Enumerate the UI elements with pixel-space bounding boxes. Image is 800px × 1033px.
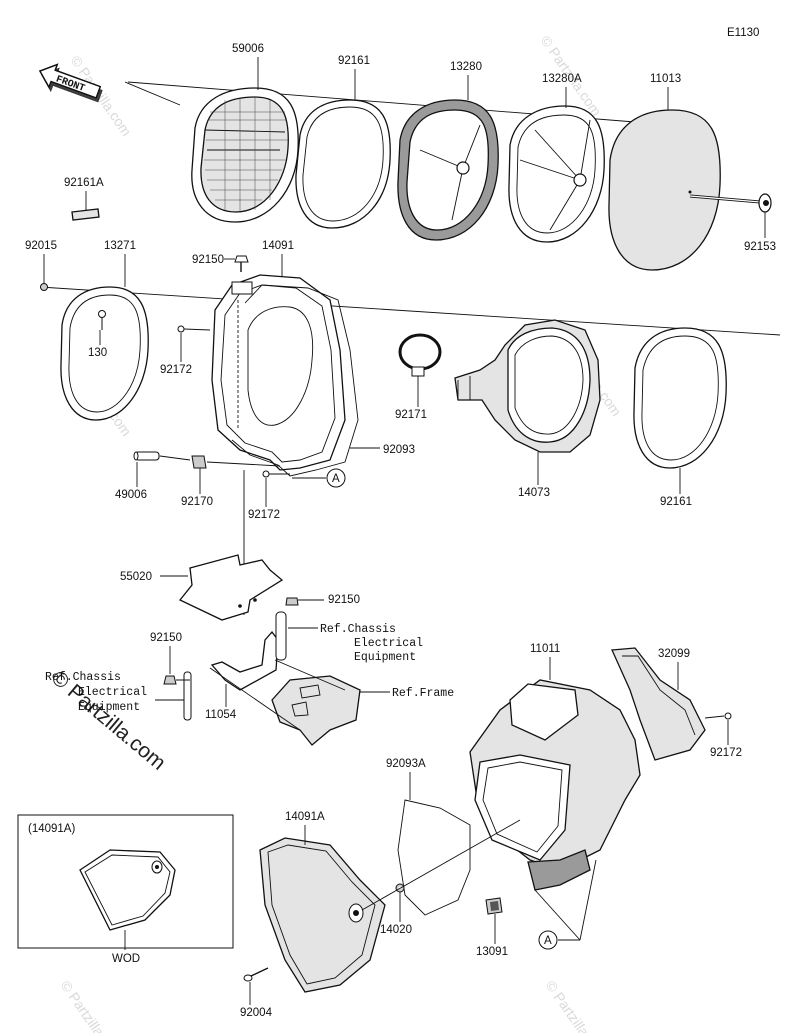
part-11011-housing[interactable]: [469, 679, 641, 891]
label-92172-a: 92172: [160, 364, 192, 376]
part-92150-bolt-left[interactable]: [163, 675, 190, 685]
part-13280A-frame[interactable]: [508, 105, 605, 243]
label-92171: 92171: [395, 409, 427, 421]
ref-frame: Ref.Frame: [360, 687, 454, 700]
label-14091: 14091: [262, 240, 294, 252]
label-14073: 14073: [518, 487, 550, 499]
label-59006: 59006: [232, 43, 264, 55]
label-13280A: 13280A: [542, 73, 582, 85]
screen-mesh: [204, 97, 288, 212]
svg-text:Electrical: Electrical: [354, 637, 423, 650]
part-13280-holder[interactable]: [397, 99, 499, 241]
part-92093-gasket[interactable]: [231, 284, 359, 477]
label-92150-top: 92150: [192, 254, 224, 266]
ref-chassis-electrical-left: Ref.Chassis Electrical Equipment: [45, 671, 184, 714]
label-55020: 55020: [120, 571, 152, 583]
part-92150-bolt-top[interactable]: [234, 255, 249, 272]
label-92161-right: 92161: [660, 496, 692, 508]
label-92172-b: 92172: [248, 509, 280, 521]
part-92172-bolt-a[interactable]: [177, 325, 211, 333]
part-92161-gasket-right[interactable]: [633, 327, 727, 469]
svg-text:Ref.Chassis: Ref.Chassis: [45, 671, 121, 684]
label-92161A: 92161A: [64, 177, 104, 189]
label-13271: 13271: [104, 240, 136, 252]
svg-text:A: A: [332, 473, 340, 485]
svg-text:Ref.Frame: Ref.Frame: [392, 687, 454, 700]
part-92171-clamp[interactable]: [398, 333, 442, 377]
label-11054: 11054: [205, 709, 237, 721]
svg-text:Equipment: Equipment: [354, 651, 416, 664]
label-14020: 14020: [380, 924, 412, 936]
front-arrow: FRONT: [38, 63, 103, 103]
part-92153-bolt[interactable]: [689, 193, 772, 213]
callout-a-upper: A: [292, 468, 346, 488]
part-92150-bolt-mid[interactable]: [285, 597, 299, 606]
part-13091-clip-nut[interactable]: [485, 897, 503, 915]
label-13280: 13280: [450, 61, 482, 73]
svg-text:A: A: [544, 935, 552, 947]
part-92093A-gasket[interactable]: [397, 799, 471, 916]
part-13271-plate[interactable]: [60, 286, 149, 421]
label-14091A: 14091A: [285, 811, 325, 823]
label-92150-mid: 92150: [328, 594, 360, 606]
part-55020-plate[interactable]: [178, 554, 284, 621]
callout-a-lower: A: [534, 859, 597, 950]
label-92150-left: 92150: [150, 632, 182, 644]
part-92172-bolt-c[interactable]: [704, 712, 732, 720]
inset-14091A-wod: (14091A) WOD: [17, 814, 234, 965]
part-92172-bolt-b[interactable]: [262, 470, 290, 478]
part-92170-clip[interactable]: [191, 455, 207, 469]
svg-text:Electrical: Electrical: [78, 686, 147, 699]
label-92093A: 92093A: [386, 758, 426, 770]
part-49006-pipe[interactable]: [133, 451, 160, 461]
watermark: © Partzilla.com: [68, 53, 135, 139]
part-92161A-seal[interactable]: [71, 208, 100, 221]
part-11054-bracket[interactable]: [183, 611, 287, 721]
label-92093: 92093: [383, 444, 415, 456]
label-92161-top: 92161: [338, 55, 370, 67]
label-92153: 92153: [744, 241, 776, 253]
label-32099: 32099: [658, 648, 690, 660]
label-130: 130: [88, 347, 107, 359]
label-49006: 49006: [115, 489, 147, 501]
part-11013-air-filter-element[interactable]: [608, 109, 721, 271]
watermark: © Partzilla.com: [543, 978, 610, 1033]
label-92170: 92170: [181, 496, 213, 508]
label-11011: 11011: [530, 643, 560, 655]
inset-caption: WOD: [112, 953, 140, 965]
watermark: © Partzilla.com: [58, 978, 125, 1033]
part-92015-nut[interactable]: [40, 283, 48, 291]
part-130-screw[interactable]: [98, 310, 106, 331]
svg-text:Ref.Chassis: Ref.Chassis: [320, 623, 396, 636]
part-92004-bolt[interactable]: [243, 967, 269, 982]
part-59006-screen[interactable]: [191, 87, 299, 223]
ref-chassis-electrical-right: Ref.Chassis Electrical Equipment: [288, 623, 423, 664]
diagram-id: E1130: [727, 27, 759, 39]
part-14073-case[interactable]: [454, 319, 601, 453]
label-92015: 92015: [25, 240, 57, 252]
inset-title: (14091A): [28, 823, 75, 835]
label-13091: 13091: [476, 946, 508, 958]
part-32099-duct[interactable]: [611, 647, 706, 761]
label-92172-c: 92172: [710, 747, 742, 759]
label-92004: 92004: [240, 1007, 273, 1019]
label-11013: 11013: [650, 73, 681, 85]
frame-section: [271, 675, 361, 746]
part-14091-cover[interactable]: [211, 274, 346, 471]
part-14091A-cover[interactable]: [259, 837, 386, 993]
svg-text:Equipment: Equipment: [78, 701, 140, 714]
part-92161-gasket-top[interactable]: [295, 99, 391, 229]
